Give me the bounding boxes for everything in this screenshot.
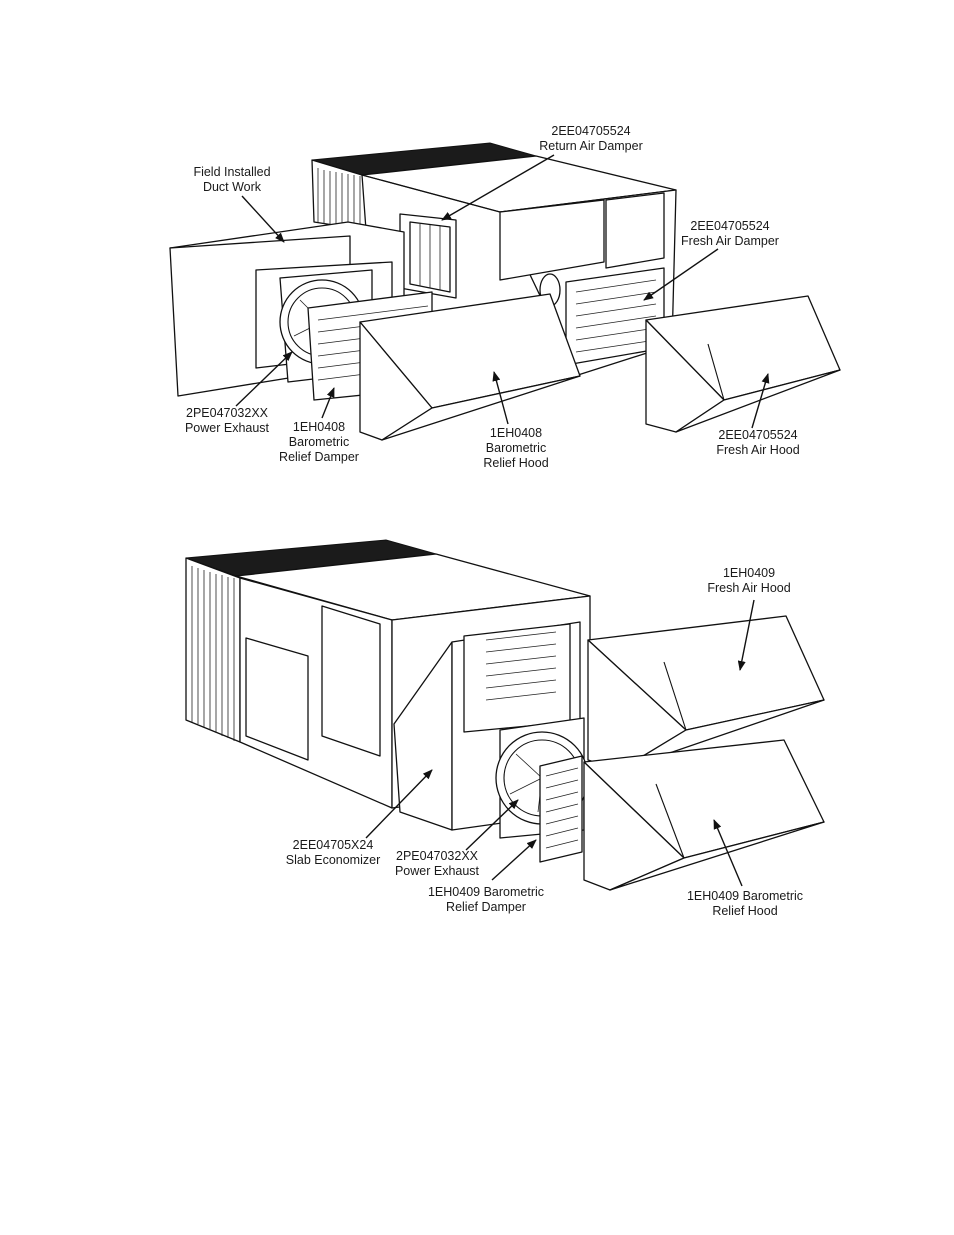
label-line: Barometric [485,441,547,455]
label-barometric-relief-damper-2: 1EH0409 Barometric Relief Damper [428,885,544,915]
figure-1-drawing [169,142,841,441]
label-power-exhaust-1: 2PE047032XX Power Exhaust [185,406,269,436]
barometric-relief-hood-2 [583,739,825,891]
label-line: Power Exhaust [184,421,270,435]
label-slab-economizer: 2EE04705X24 Slab Economizer [286,838,381,868]
figure-1-leader-lines [235,154,770,429]
label-field-installed-duct-work: Field Installed Duct Work [193,165,270,195]
barometric-relief-hood-1 [359,293,581,441]
label-line: Barometric [288,435,350,449]
label-line: Fresh Air Hood [707,581,791,595]
fresh-air-hood-2 [587,615,825,771]
label-line: Relief Damper [446,900,526,914]
label-line: Fresh Air Damper [681,234,779,248]
label-line: 2PE047032XX [185,406,269,420]
label-fresh-air-hood-2: 1EH0409 Fresh Air Hood [707,566,790,596]
return-air-damper-1 [399,213,457,299]
label-line: Duct Work [202,180,262,194]
label-line: Fresh Air Hood [716,443,800,457]
label-line: 1EH0408 [489,426,543,440]
label-return-air-damper: 2EE04705524 Return Air Damper [539,124,643,154]
label-line: 1EH0409 Barometric [427,885,545,899]
label-barometric-relief-hood-2: 1EH0409 Barometric Relief Hood [687,889,803,919]
label-line: 2EE04705524 [551,124,631,138]
barometric-relief-damper-2 [539,755,583,863]
label-line: Relief Hood [712,904,778,918]
label-line: 2EE04705524 [690,219,770,233]
fresh-air-hood-1 [645,295,841,433]
label-fresh-air-damper: 2EE04705524 Fresh Air Damper [681,219,779,249]
figure-2-leader-lines [365,599,755,887]
label-fresh-air-hood-1: 2EE04705524 Fresh Air Hood [716,428,799,458]
label-line: Return Air Damper [539,139,643,153]
label-line: Relief Hood [483,456,549,470]
label-barometric-relief-damper-1: 1EH0408 Barometric Relief Damper [279,420,359,465]
figure-2-drawing [185,539,825,891]
label-line: 1EH0408 [292,420,346,434]
label-line: Slab Economizer [285,853,381,867]
label-line: 1EH0409 Barometric [686,889,804,903]
label-line: Power Exhaust [394,864,480,878]
label-line: Field Installed [193,165,271,179]
label-line: 2EE04705X24 [292,838,374,852]
label-power-exhaust-2: 2PE047032XX Power Exhaust [395,849,479,879]
label-line: Relief Damper [279,450,359,464]
label-barometric-relief-hood-1: 1EH0408 Barometric Relief Hood [483,426,548,471]
label-line: 2PE047032XX [395,849,479,863]
label-line: 1EH0409 [722,566,776,580]
label-line: 2EE04705524 [718,428,798,442]
